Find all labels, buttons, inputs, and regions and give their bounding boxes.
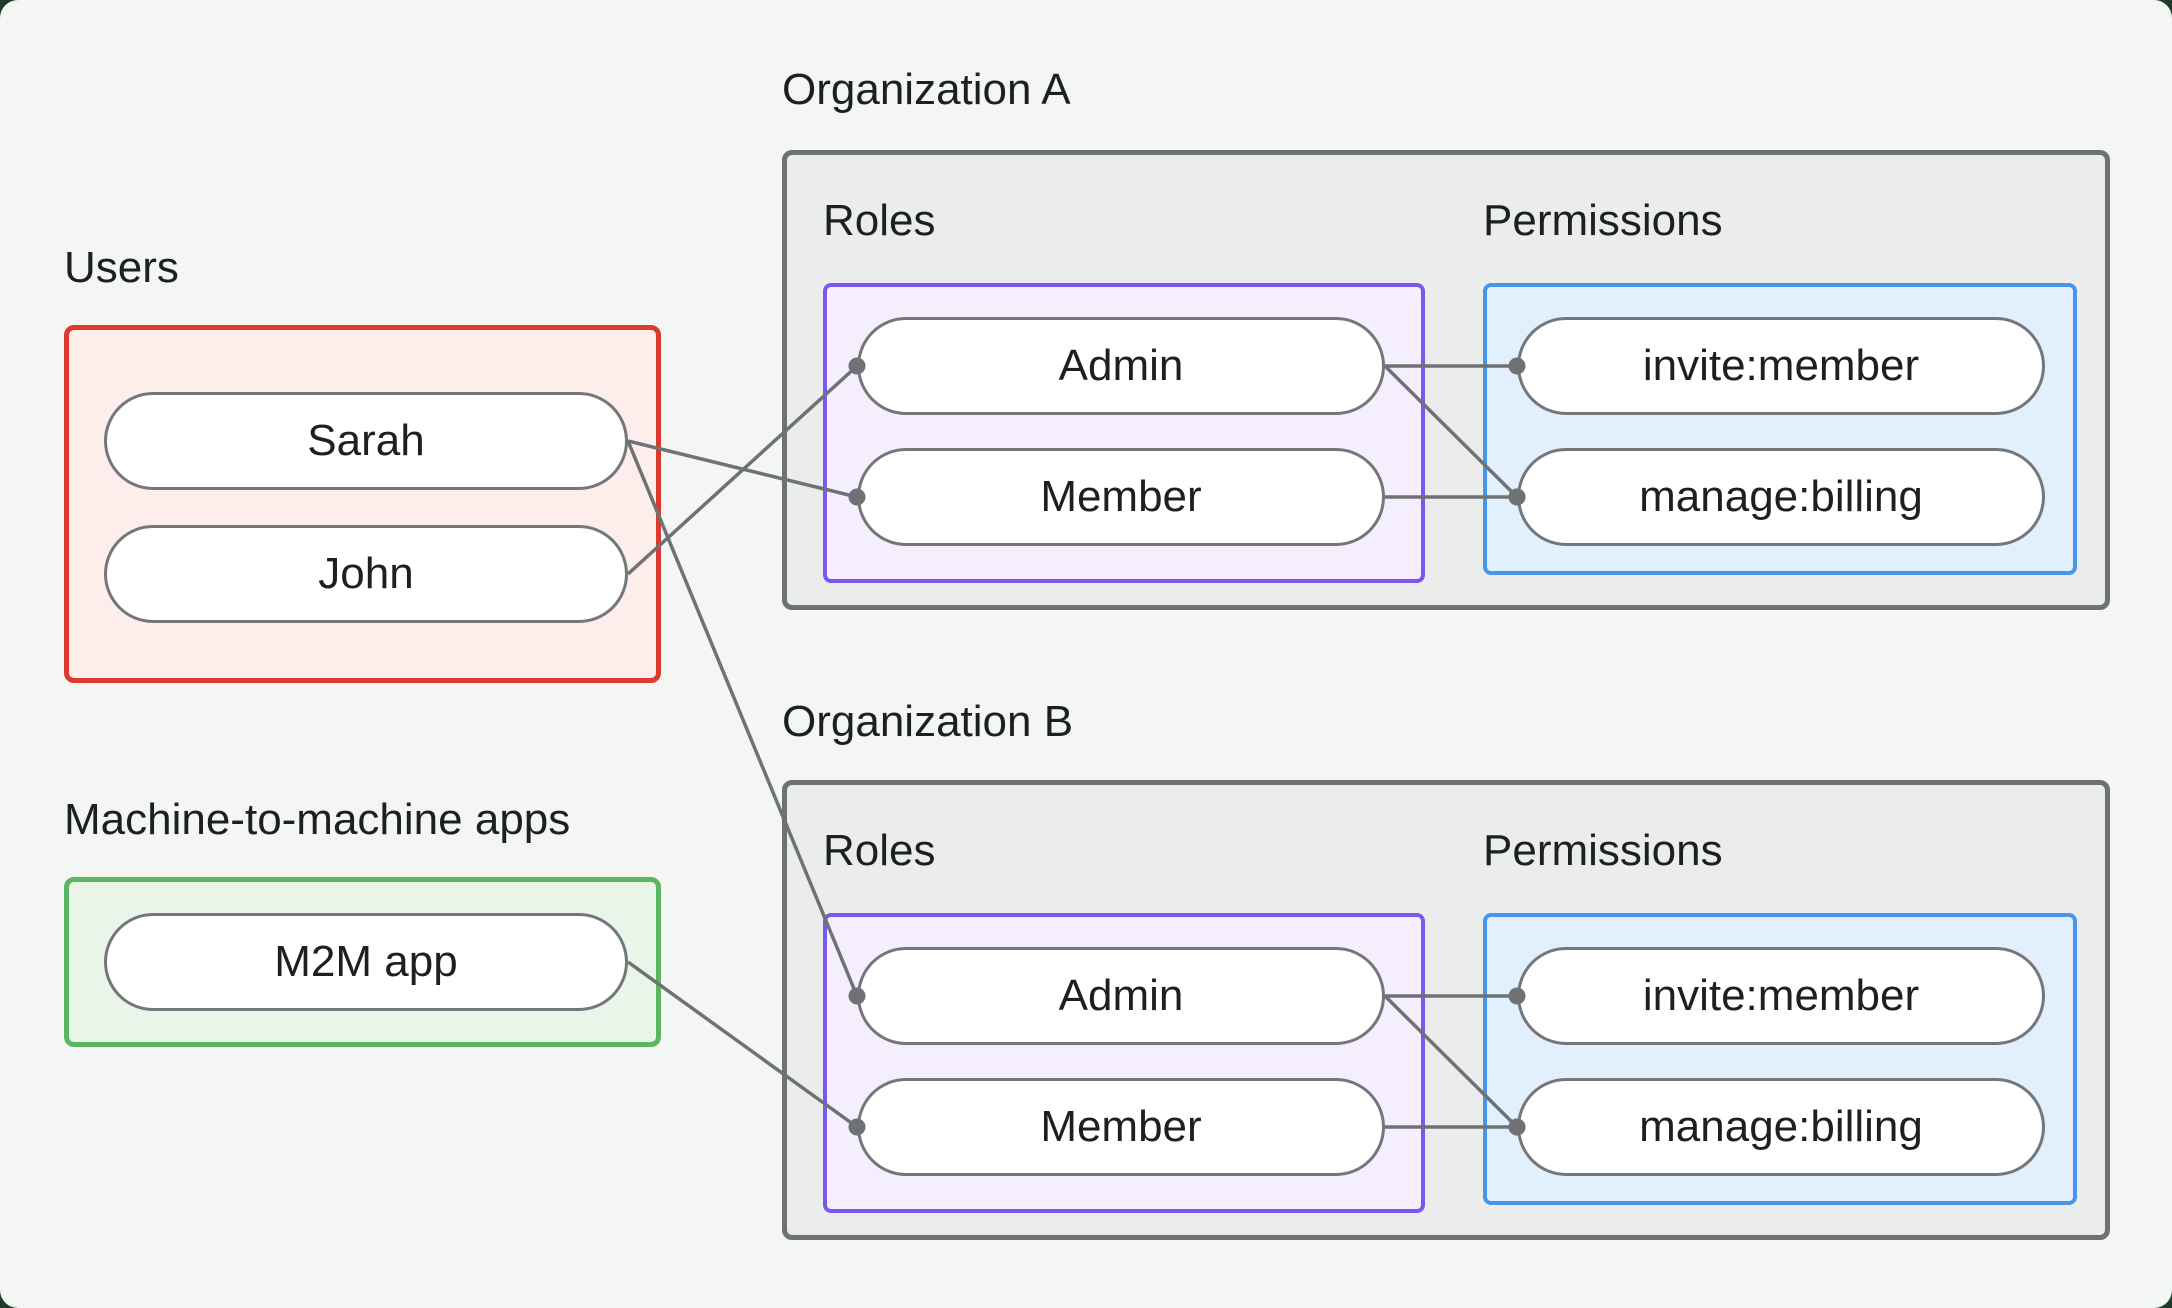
org-a-box: Roles Permissions Admin Member invite:me… bbox=[782, 150, 2110, 610]
users-section-label: Users bbox=[64, 243, 179, 292]
org-a-permissions-box: invite:member manage:billing bbox=[1483, 283, 2077, 575]
org-a-role-member-pill: Member bbox=[857, 448, 1385, 546]
org-b-title: Organization B bbox=[782, 697, 1074, 746]
user-pill-sarah: Sarah bbox=[104, 392, 628, 490]
org-b-roles-label: Roles bbox=[823, 826, 936, 875]
org-b-permission-invite-member-pill: invite:member bbox=[1517, 947, 2045, 1045]
org-a-permission-invite-member-pill: invite:member bbox=[1517, 317, 2045, 415]
org-b-role-member-pill: Member bbox=[857, 1078, 1385, 1176]
org-a-permission-manage-billing-pill: manage:billing bbox=[1517, 448, 2045, 546]
org-b-roles-box: Admin Member bbox=[823, 913, 1425, 1213]
org-a-permissions-label: Permissions bbox=[1483, 196, 1723, 245]
org-b-box: Roles Permissions Admin Member invite:me… bbox=[782, 780, 2110, 1240]
org-b-permissions-box: invite:member manage:billing bbox=[1483, 913, 2077, 1205]
org-a-roles-box: Admin Member bbox=[823, 283, 1425, 583]
m2m-section-label: Machine-to-machine apps bbox=[64, 795, 571, 844]
org-b-role-admin-pill: Admin bbox=[857, 947, 1385, 1045]
users-group-box: Sarah John bbox=[64, 325, 661, 683]
org-a-role-admin-pill: Admin bbox=[857, 317, 1385, 415]
user-pill-john: John bbox=[104, 525, 628, 623]
org-a-roles-label: Roles bbox=[823, 196, 936, 245]
m2m-app-pill: M2M app bbox=[104, 913, 628, 1011]
org-b-permission-manage-billing-pill: manage:billing bbox=[1517, 1078, 2045, 1176]
org-b-permissions-label: Permissions bbox=[1483, 826, 1723, 875]
m2m-group-box: M2M app bbox=[64, 877, 661, 1047]
org-a-title: Organization A bbox=[782, 65, 1071, 114]
